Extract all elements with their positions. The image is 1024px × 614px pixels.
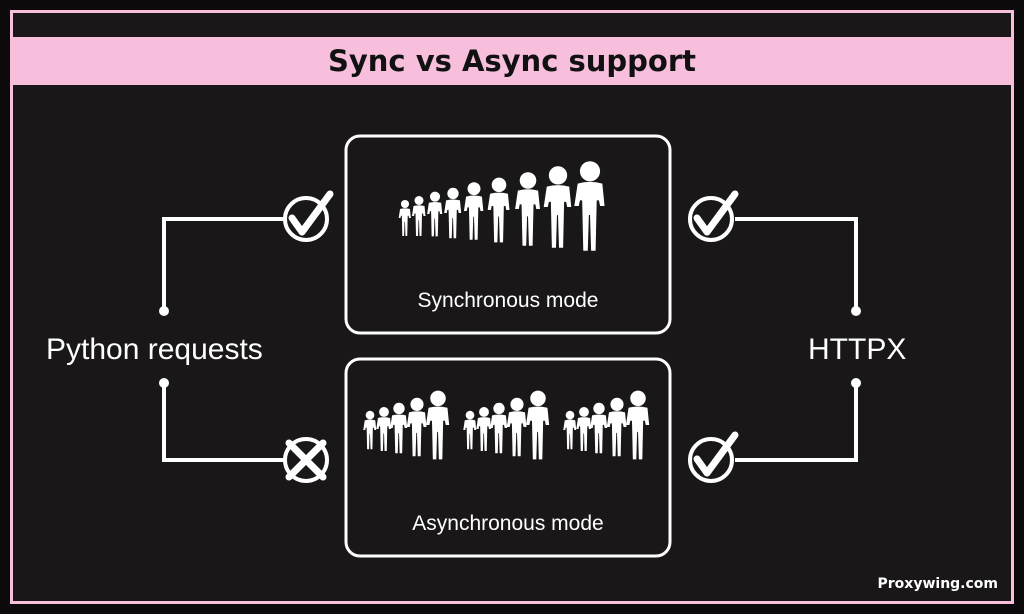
sync-mode-box — [344, 134, 672, 335]
left-sync-connector — [162, 217, 284, 311]
right-sync-connector — [735, 217, 858, 311]
check-icon — [688, 431, 739, 483]
async-mode-box — [344, 357, 672, 558]
people-queue-icon — [398, 161, 605, 251]
check-icon — [688, 190, 739, 242]
left-async-connector — [162, 383, 284, 462]
left-sync-dot — [159, 306, 169, 316]
cross-icon — [283, 437, 329, 483]
left-async-dot — [159, 378, 169, 388]
pink-border — [10, 10, 1014, 604]
people-queue-icon — [463, 390, 550, 460]
right-async-dot — [851, 378, 861, 388]
async-mode-label: Asynchronous mode — [412, 512, 604, 535]
page-title: Sync vs Async support — [327, 44, 697, 78]
right-sync-dot — [851, 306, 861, 316]
right-async-connector — [735, 383, 858, 462]
people-queue-icon — [563, 390, 650, 460]
people-queue-icon — [363, 390, 450, 460]
check-icon — [283, 190, 334, 242]
left-library-label: Python requests — [46, 333, 263, 366]
right-library-label: HTTPX — [808, 333, 907, 366]
brand-watermark: Proxywing.com — [877, 576, 998, 592]
sync-mode-label: Synchronous mode — [417, 289, 599, 312]
title-band — [10, 37, 1014, 85]
